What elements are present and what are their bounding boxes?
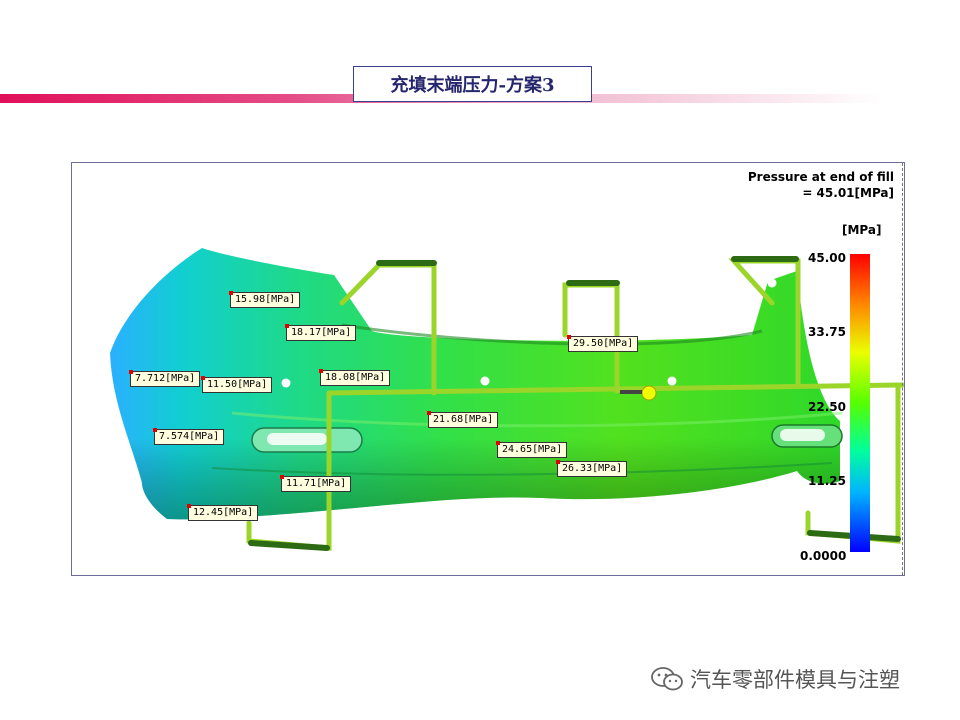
scale-tick-min: 0.0000 [800,549,847,563]
probe-label: 18.08[MPa] [318,369,391,386]
probe-label: 11.50[MPa] [200,376,273,393]
probe-label: 29.50[MPa] [566,335,639,352]
scale-tick-50: 22.50 [808,400,846,414]
simulation-result-panel: Pressure at end of fill = 45.01[MPa] [MP… [71,162,905,576]
probe-label: 11.71[MPa] [279,475,352,492]
probe-label: 12.45[MPa] [186,504,259,521]
scale-tick-75: 33.75 [808,325,846,339]
probe-label: 24.65[MPa] [495,441,568,458]
scale-tick-25: 11.25 [808,474,846,488]
slide-title: 充填末端压力-方案3 [353,66,592,102]
max-pressure-value: = 45.01[MPa] [802,186,894,200]
probe-label: 18.17[MPa] [284,324,357,341]
probe-label: 21.68[MPa] [426,411,499,428]
result-header: Pressure at end of fill = 45.01[MPa] [748,169,894,201]
frame-edge [902,163,903,575]
scale-tick-max: 45.00 [808,251,846,265]
watermark-text: 汽车零部件模具与注塑 [690,668,900,692]
result-name: Pressure at end of fill [747,170,894,184]
legend-unit: [MPa] [842,223,882,237]
bumper-pressure-plot [110,248,904,551]
probe-label: 26.33[MPa] [555,460,628,477]
probe-label: 7.712[MPa] [128,370,201,387]
watermark: 汽车零部件模具与注塑 [650,664,900,694]
probe-label: 7.574[MPa] [152,428,225,445]
color-scale-bar [850,254,870,552]
wechat-icon [651,667,683,691]
probe-label: 15.98[MPa] [228,291,301,308]
